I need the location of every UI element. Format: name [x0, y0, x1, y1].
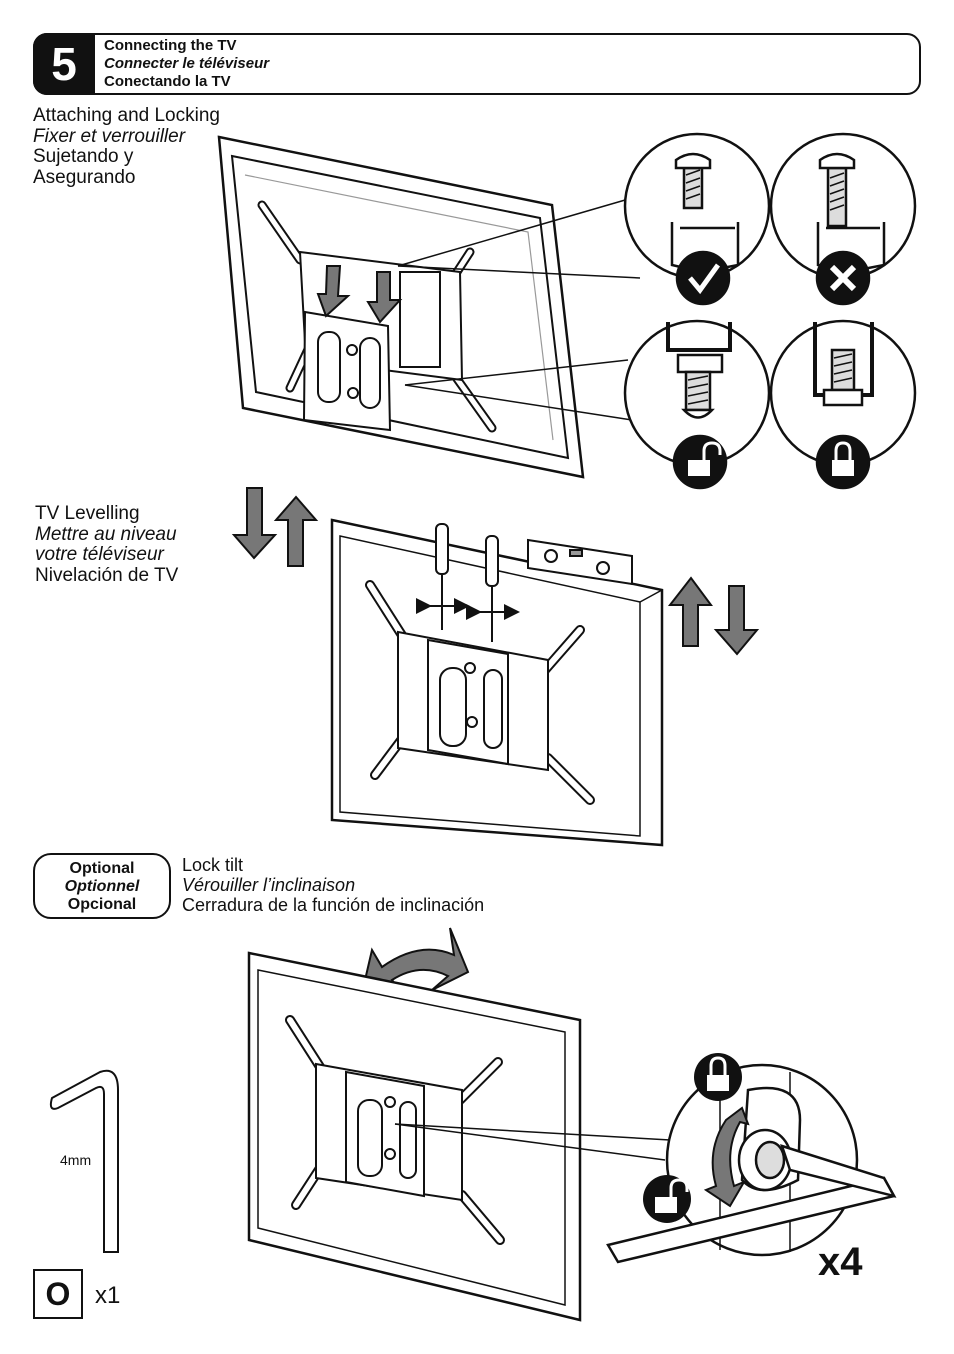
detail-circle-incorrect: [769, 132, 917, 306]
lock-icon-circle: [694, 1053, 742, 1101]
allen-key-size-label: 4mm: [60, 1152, 92, 1168]
attach-caption-es-2: Asegurando: [33, 166, 136, 188]
tilt-arrow: [360, 927, 470, 995]
detail-circle-unlocked: [623, 319, 771, 490]
lock-tilt-en: Lock tilt: [182, 855, 244, 875]
step-title: Connecting the TV Connecter le téléviseu…: [104, 37, 269, 91]
levelling-caption-es: Nivelación de TV: [35, 564, 179, 586]
attach-caption-en: Attaching and Locking: [33, 105, 220, 126]
lock-tilt-fr: Vérouiller l’inclinaison: [182, 875, 356, 895]
tilt-rotate-arrows: [703, 1106, 750, 1208]
levelling-caption-fr-1: Mettre au niveau: [35, 523, 177, 545]
optional-fr: Optionnel: [64, 878, 140, 895]
level-arrows-right: [667, 576, 760, 656]
level-tool: [527, 538, 633, 586]
optional-en: Optional: [69, 860, 135, 877]
callout-lines: [397, 197, 641, 421]
screwdrivers: [416, 523, 520, 642]
attach-caption: Attaching and Locking Fixer et verrouill…: [33, 105, 220, 188]
levelling-caption-fr-2: votre téléviseur: [35, 544, 164, 565]
tool-letter-badge: O: [33, 1269, 83, 1319]
repeat-count: x4: [818, 1240, 863, 1284]
attach-caption-fr: Fixer et verrouiller: [33, 125, 186, 147]
optional-es: Opcional: [67, 896, 137, 913]
lock-tilt-caption: Lock tilt Vérouiller l’inclinaison Cerra…: [182, 855, 484, 915]
unlock-icon-circle: [643, 1175, 691, 1223]
attach-caption-es-1: Sujetando y: [33, 146, 134, 167]
detail-circle-tilt: [606, 1063, 897, 1264]
allen-key-tool: [49, 1069, 119, 1253]
levelling-caption-en: TV Levelling: [35, 503, 140, 524]
detail-circle-locked: [769, 319, 917, 490]
attach-arrows: [316, 265, 403, 324]
tilt-callout-lines: [394, 1123, 671, 1161]
mount-bracket-levelling: [365, 580, 595, 805]
tool-quantity: x1: [95, 1282, 121, 1309]
step-title-fr: Connecter le téléviseur: [104, 55, 270, 72]
step-title-es: Conectando la TV: [104, 73, 231, 90]
mount-bracket-locktilt: [285, 1015, 505, 1245]
step-title-en: Connecting the TV: [104, 37, 237, 54]
detail-circle-correct: [623, 132, 771, 306]
level-arrows-left: [231, 487, 319, 567]
optional-badge: Optional Optionnel Opcional: [33, 853, 171, 919]
step-number-badge: 5: [33, 33, 95, 95]
lock-tilt-es: Cerradura de la función de inclinación: [182, 895, 485, 915]
levelling-caption: TV Levelling Mettre au niveau votre télé…: [35, 503, 179, 586]
